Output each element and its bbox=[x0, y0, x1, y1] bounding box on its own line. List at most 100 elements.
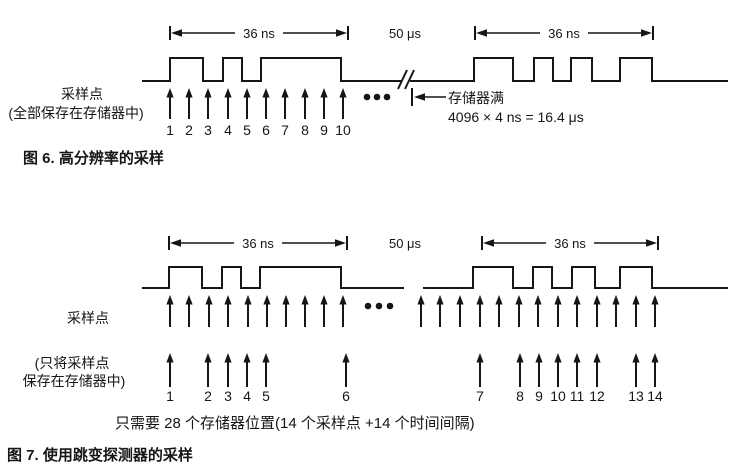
fig6-memory-full-label: 存储器满 bbox=[448, 90, 504, 106]
sample-arrow bbox=[436, 295, 444, 327]
fig7-gap-label: 50 μs bbox=[389, 236, 422, 251]
sample-arrow bbox=[224, 295, 232, 327]
sample-number: 4 bbox=[243, 388, 251, 404]
sample-number: 3 bbox=[204, 122, 212, 138]
sample-arrow bbox=[224, 353, 232, 387]
fig7-memory-note: 只需要 28 个存储器位置(14 个采样点 +14 个时间间隔) bbox=[115, 415, 475, 432]
fig6-left-label-line1: 采样点 bbox=[61, 86, 103, 102]
sample-arrow bbox=[554, 295, 562, 327]
sample-arrow bbox=[554, 353, 562, 387]
sample-arrow bbox=[339, 295, 347, 327]
sample-arrow bbox=[224, 88, 232, 119]
sample-arrow bbox=[632, 353, 640, 387]
sample-arrow bbox=[243, 353, 251, 387]
fig7-ellipsis-dots bbox=[364, 302, 394, 310]
sample-arrow bbox=[320, 295, 328, 327]
fig6-span1-label: 36 ns bbox=[243, 26, 275, 41]
sample-number: 4 bbox=[224, 122, 232, 138]
sample-number: 13 bbox=[628, 388, 644, 404]
sample-number: 14 bbox=[647, 388, 663, 404]
sample-arrow bbox=[204, 353, 212, 387]
sample-arrow bbox=[573, 295, 581, 327]
sample-number: 12 bbox=[589, 388, 605, 404]
fig7-left-label-line1: 采样点 bbox=[67, 310, 109, 326]
sample-arrow bbox=[515, 295, 523, 327]
fig7-span2-label: 36 ns bbox=[554, 236, 586, 251]
fig6-measure-span-1: 36 ns bbox=[169, 26, 349, 41]
sample-arrow bbox=[262, 88, 270, 119]
sample-number: 9 bbox=[535, 388, 543, 404]
sample-arrow bbox=[456, 295, 464, 327]
sample-arrow bbox=[476, 295, 484, 327]
sample-number: 5 bbox=[243, 122, 251, 138]
fig7-measure-span-1: 36 ns bbox=[168, 236, 348, 251]
sample-arrow bbox=[342, 353, 350, 387]
sample-arrow bbox=[535, 353, 543, 387]
sample-arrow bbox=[593, 295, 601, 327]
fig6-waveform-left bbox=[142, 57, 401, 82]
fig6-caption: 图 6. 高分辨率的采样 bbox=[23, 149, 164, 167]
fig6-sample-arrows bbox=[166, 88, 347, 119]
fig6-ellipsis-dots bbox=[363, 93, 391, 101]
sample-arrow bbox=[301, 295, 309, 327]
fig7-span1-label: 36 ns bbox=[242, 236, 274, 251]
sample-arrow bbox=[282, 295, 290, 327]
fig6-left-label-line2: (全部保存在存储器中) bbox=[8, 105, 143, 121]
sample-number: 5 bbox=[262, 388, 270, 404]
fig6-memory-full-pointer bbox=[411, 88, 446, 106]
sample-arrow bbox=[166, 353, 174, 387]
fig6-break-mark bbox=[397, 69, 415, 90]
fig6-memory-full-calc: 4096 × 4 ns = 16.4 μs bbox=[448, 109, 584, 125]
sample-number: 7 bbox=[476, 388, 484, 404]
fig6-span2-label: 36 ns bbox=[548, 26, 580, 41]
sample-arrow bbox=[185, 295, 193, 327]
fig7-measure-span-2: 36 ns bbox=[481, 236, 659, 251]
fig6-gap-label: 50 μs bbox=[389, 26, 422, 41]
fig7-left-label-line3: 保存在存储器中) bbox=[23, 373, 126, 389]
sample-arrow bbox=[612, 295, 620, 327]
sample-arrow bbox=[495, 295, 503, 327]
sample-arrow bbox=[476, 353, 484, 387]
fig7-waveform-left bbox=[142, 266, 404, 289]
sample-arrow bbox=[263, 295, 271, 327]
sample-arrow bbox=[301, 88, 309, 119]
fig7-all-sample-arrows bbox=[166, 295, 659, 327]
fig7-caption: 图 7. 使用跳变探测器的采样 bbox=[7, 446, 193, 464]
sample-arrow bbox=[417, 295, 425, 327]
sample-arrow bbox=[516, 353, 524, 387]
sample-arrow bbox=[534, 295, 542, 327]
sample-number: 2 bbox=[204, 388, 212, 404]
fig7-left-label-line2: (只将采样点 bbox=[35, 355, 110, 371]
sample-number: 8 bbox=[516, 388, 524, 404]
sample-number: 1 bbox=[166, 122, 174, 138]
sample-arrow bbox=[243, 88, 251, 119]
sample-number: 6 bbox=[262, 122, 270, 138]
sample-arrow bbox=[205, 295, 213, 327]
figure6: | --> 36 ns 50 μs 36 ns bbox=[8, 26, 728, 167]
sample-arrow bbox=[320, 88, 328, 119]
sample-number: 6 bbox=[342, 388, 350, 404]
sample-arrow bbox=[632, 295, 640, 327]
sample-number: 1 bbox=[166, 388, 174, 404]
sample-number: 8 bbox=[301, 122, 309, 138]
sample-arrow bbox=[244, 295, 252, 327]
sample-number: 2 bbox=[185, 122, 193, 138]
sample-arrow bbox=[204, 88, 212, 119]
sample-arrow bbox=[573, 353, 581, 387]
sample-arrow bbox=[281, 88, 289, 119]
sample-arrow bbox=[339, 88, 347, 119]
sample-arrow bbox=[593, 353, 601, 387]
sample-arrow bbox=[651, 353, 659, 387]
sample-arrow bbox=[262, 353, 270, 387]
sample-number: 10 bbox=[335, 122, 351, 138]
sample-number: 7 bbox=[281, 122, 289, 138]
fig7-stored-sample-arrows bbox=[166, 353, 659, 387]
fig6-measure-span-2: 36 ns bbox=[474, 26, 654, 41]
sample-number: 9 bbox=[320, 122, 328, 138]
sample-number: 11 bbox=[570, 388, 585, 404]
sample-arrow bbox=[166, 88, 174, 119]
